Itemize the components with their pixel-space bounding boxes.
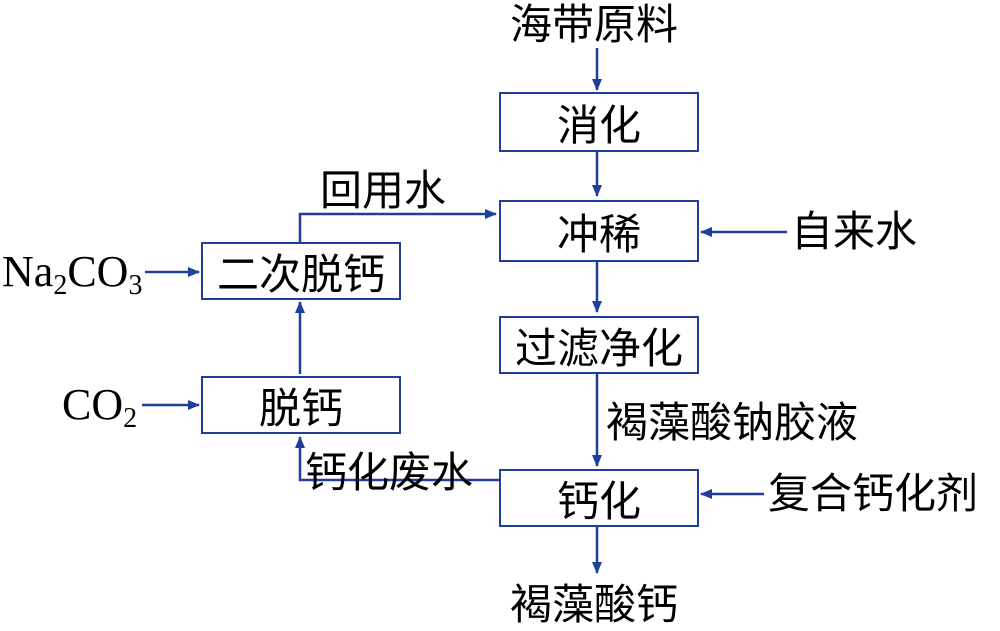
label-raw-material: 海带原料 bbox=[510, 0, 679, 49]
box-filtration: 过滤净化 bbox=[499, 316, 699, 374]
box-calcification: 钙化 bbox=[499, 469, 699, 527]
box-secondary-decalcification: 二次脱钙 bbox=[201, 242, 401, 300]
box-dilution: 冲稀 bbox=[499, 200, 699, 262]
box-decalcification: 脱钙 bbox=[201, 376, 401, 434]
label-co2: CO2 bbox=[62, 380, 138, 434]
box-digestion: 消化 bbox=[499, 92, 699, 152]
label-alginate-solution: 褐藻酸钠胶液 bbox=[606, 398, 859, 447]
label-waste-water: 钙化废水 bbox=[305, 448, 474, 497]
label-na2co3: Na2CO3 bbox=[2, 247, 143, 301]
label-tap-water: 自来水 bbox=[791, 207, 918, 256]
arrow-wastewater-to-decalcification bbox=[295, 436, 499, 482]
label-product: 褐藻酸钙 bbox=[510, 580, 679, 629]
arrow-recycled-water-to-dilution bbox=[298, 209, 497, 242]
label-recycled-water: 回用水 bbox=[320, 166, 447, 215]
label-composite-agent: 复合钙化剂 bbox=[768, 469, 979, 518]
